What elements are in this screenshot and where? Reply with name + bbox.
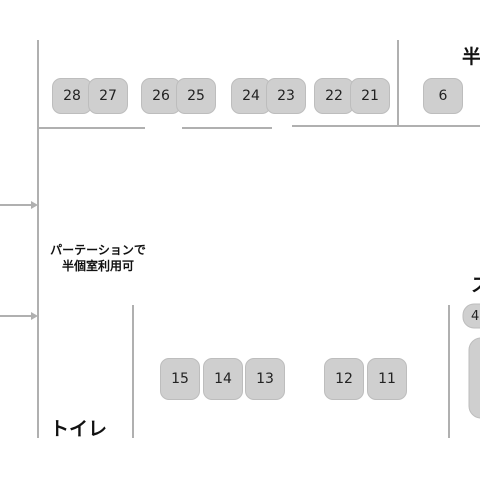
seat-12[interactable]: 12: [324, 358, 364, 400]
seat-21[interactable]: 21: [350, 78, 390, 114]
partition-note-line2: 半個室利用可: [61, 259, 134, 273]
seat-27[interactable]: 27: [88, 78, 128, 114]
seat-large-partial: [468, 337, 480, 419]
seat-partial: [462, 303, 480, 329]
seat-24[interactable]: 24: [231, 78, 271, 114]
seat-11[interactable]: 11: [367, 358, 407, 400]
arrowhead-upper: [31, 201, 38, 209]
seat-28[interactable]: 28: [52, 78, 92, 114]
seat-15[interactable]: 15: [160, 358, 200, 400]
partition-note-line1: パーテーションで: [50, 243, 146, 257]
seat-14[interactable]: 14: [203, 358, 243, 400]
partition-note: パーテーションで 半個室利用可: [42, 242, 154, 274]
seat-26[interactable]: 26: [141, 78, 181, 114]
seat-22[interactable]: 22: [314, 78, 354, 114]
toilet-label: トイレ: [50, 418, 108, 440]
arrowhead-lower: [31, 312, 38, 320]
area-label-right: ス: [471, 270, 480, 297]
area-label-top-right: 半: [462, 46, 480, 68]
seat-4-label: 4: [471, 309, 480, 324]
seat-25[interactable]: 25: [176, 78, 216, 114]
seat-6[interactable]: 6: [423, 78, 463, 114]
seat-13[interactable]: 13: [245, 358, 285, 400]
seat-23[interactable]: 23: [266, 78, 306, 114]
